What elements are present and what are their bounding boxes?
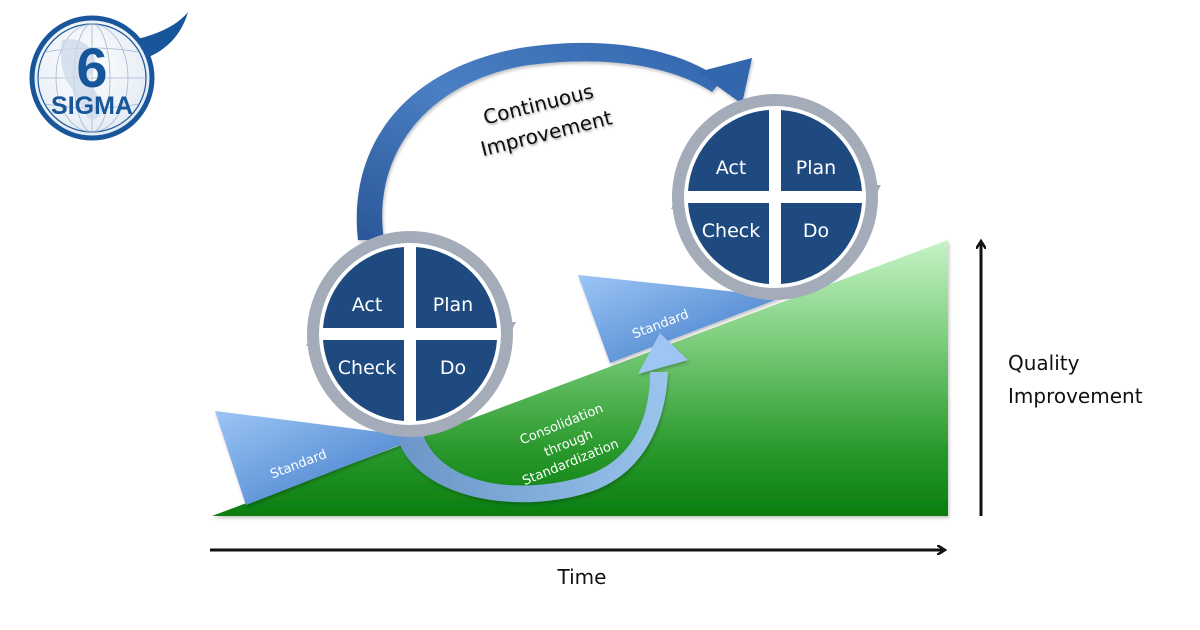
quadrant-act	[688, 110, 769, 191]
cycle-1-do: Do	[440, 357, 466, 379]
quadrant-plan	[416, 247, 497, 328]
cycle-2-do: Do	[803, 220, 829, 242]
quadrant-act	[323, 247, 404, 328]
quadrant-plan	[781, 110, 862, 191]
quadrant-check	[688, 203, 769, 284]
six-sigma-logo: 6 SIGMA	[29, 12, 188, 141]
pdca-cycle-1: Act Plan Check Do	[306, 231, 516, 437]
continuous-improvement-arrow	[356, 42, 752, 240]
cycle-2-act: Act	[716, 157, 747, 179]
time-axis-label: Time	[557, 565, 607, 589]
cycle-1-ring-arrows	[306, 232, 516, 436]
quality-axis-label-line-1: Quality	[1008, 351, 1080, 375]
continuous-improvement-label: Continuous Improvement	[478, 79, 615, 161]
logo-number: 6	[76, 36, 107, 99]
consolidation-arrow	[398, 333, 688, 503]
quality-axis-label-line-2: Improvement	[1008, 384, 1143, 408]
quadrant-do	[416, 340, 497, 421]
pdca-cycle-2: Act Plan Check Do	[671, 94, 881, 300]
quadrant-check	[323, 340, 404, 421]
quadrant-do	[781, 203, 862, 284]
cycle-1-check: Check	[338, 357, 396, 379]
quality-ramp	[212, 240, 948, 516]
cycle-2-plan: Plan	[796, 157, 836, 179]
cycle-1-act: Act	[352, 294, 383, 316]
cycle-2-check: Check	[702, 220, 760, 242]
cycle-1-plan: Plan	[433, 294, 473, 316]
logo-word: SIGMA	[51, 92, 133, 120]
standard-wedge-1: Standard	[215, 411, 420, 505]
cycle-2-ring-arrows	[671, 95, 881, 299]
